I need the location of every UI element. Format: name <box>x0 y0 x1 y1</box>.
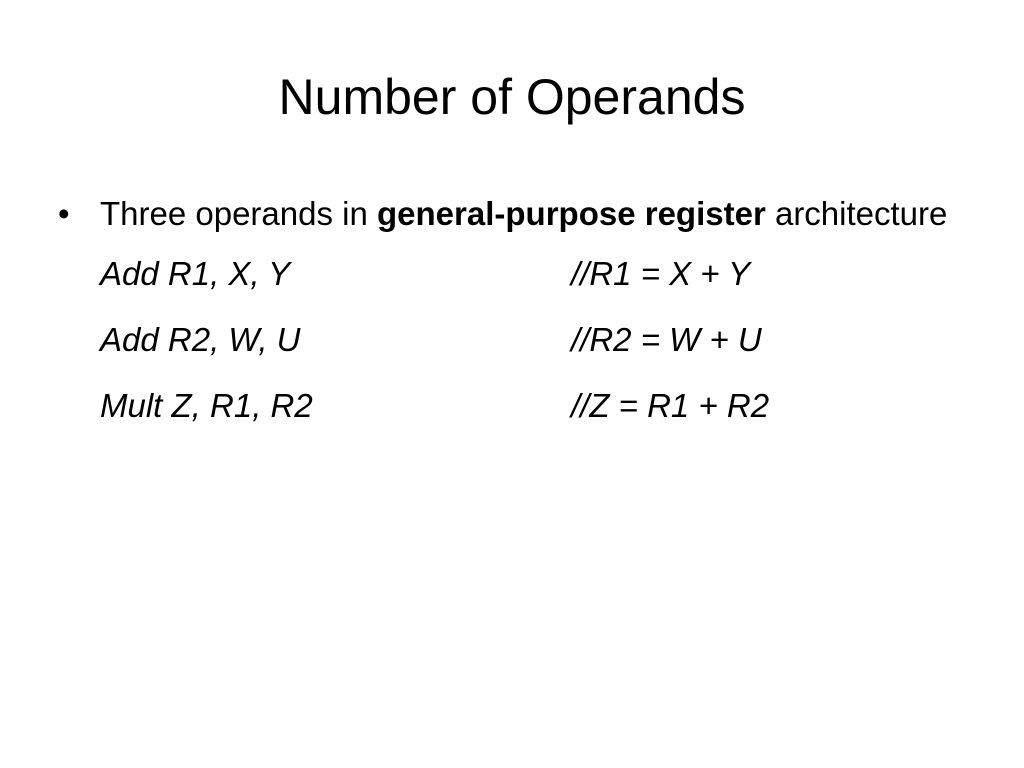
bullet-marker: • <box>58 195 70 232</box>
instruction-text: Add R1, X, Y <box>100 255 291 292</box>
code-example: Add R1, X, Y //R1 = X + Y Add R2, W, U /… <box>100 250 958 448</box>
slide-title: Number of Operands <box>278 69 746 125</box>
comment-text: //Z = R1 + R2 <box>571 387 770 424</box>
instruction-text: Mult Z, R1, R2 <box>100 387 313 424</box>
bullet-item: • Three operands in general-purpose regi… <box>58 188 958 240</box>
bullet-text-before: Three operands in <box>100 195 378 232</box>
comment-text: //R1 = X + Y <box>571 255 751 292</box>
bullet-text-after: architecture <box>765 195 948 232</box>
bullet-bold-text: general-purpose register <box>377 195 766 232</box>
code-line: Add R1, X, Y //R1 = X + Y <box>100 250 958 316</box>
instruction-text: Add R2, W, U <box>100 321 301 358</box>
comment-text: //R2 = W + U <box>571 321 762 358</box>
slide-body: • Three operands in general-purpose regi… <box>58 188 958 448</box>
code-line: Add R2, W, U //R2 = W + U <box>100 316 958 382</box>
code-line: Mult Z, R1, R2 //Z = R1 + R2 <box>100 382 958 448</box>
